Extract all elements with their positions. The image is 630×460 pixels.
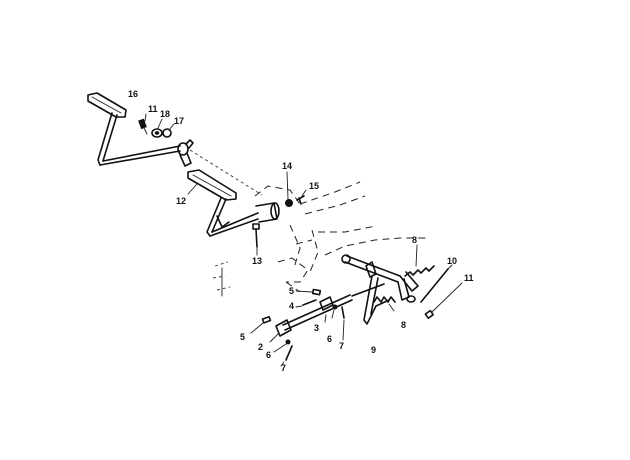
rod-10 [420, 264, 453, 303]
reference-marks [212, 261, 231, 297]
label-13: 13 [252, 256, 262, 266]
leader-12 [187, 183, 198, 195]
label-10: 10 [447, 256, 457, 266]
alignment-line-upper [189, 149, 263, 196]
label-15: 15 [309, 181, 319, 191]
cotter-6-upper [331, 304, 338, 319]
washer-18 [151, 118, 163, 138]
clevis-2 [269, 319, 292, 343]
collar-14 [285, 171, 293, 207]
frame-outline [254, 181, 430, 293]
label-5-lower: 5 [240, 332, 245, 342]
bolt-13 [252, 223, 260, 256]
label-6-upper: 6 [327, 334, 332, 344]
spring-clip-7-lower [280, 345, 293, 367]
spring-clip-7-upper [341, 306, 345, 341]
label-11-upper: 11 [148, 104, 158, 114]
label-11-lower: 11 [464, 273, 474, 283]
label-5-upper: 5 [289, 286, 294, 296]
label-6-lower: 6 [266, 350, 271, 360]
bolt-11-lower [424, 282, 463, 319]
nut-17 [162, 123, 175, 138]
label-8-lower: 8 [401, 320, 406, 330]
bolt-11-upper [138, 113, 148, 135]
rod-link [282, 294, 353, 331]
label-12: 12 [176, 196, 186, 206]
label-14: 14 [282, 161, 292, 171]
label-7-upper: 7 [339, 341, 344, 351]
label-9: 9 [371, 345, 376, 355]
pin-4 [295, 299, 317, 308]
pedal-shaft-16 [87, 92, 194, 167]
label-8-upper: 8 [412, 235, 417, 245]
label-7-lower: 7 [281, 363, 286, 373]
label-3: 3 [314, 323, 319, 333]
label-16: 16 [128, 89, 138, 99]
spring-8-lower [373, 296, 396, 312]
pin-5-upper [295, 288, 322, 296]
label-4: 4 [289, 301, 294, 311]
brake-shaft-9 [341, 254, 419, 325]
pin-5-lower [250, 315, 272, 334]
label-18: 18 [160, 109, 170, 119]
label-2: 2 [258, 342, 263, 352]
cotter-6-lower [273, 339, 291, 353]
part-labels: 16 11 18 17 12 14 15 13 8 10 11 5 4 3 6 … [128, 89, 474, 373]
clevis-3 [319, 296, 334, 323]
label-17: 17 [174, 116, 184, 126]
spring-8-upper [404, 244, 435, 277]
pin-15 [296, 189, 307, 205]
pedal-arm-12 [187, 169, 280, 237]
